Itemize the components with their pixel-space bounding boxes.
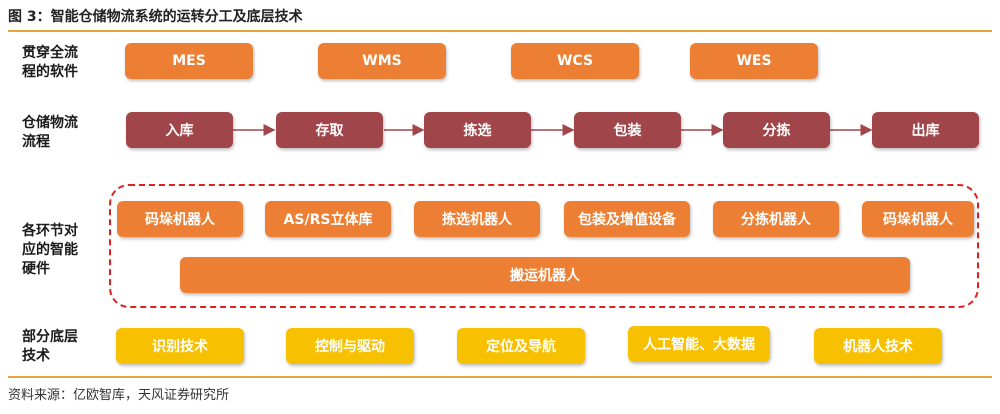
tech-item-3: 定位及导航 (457, 328, 585, 364)
process-step-3: 拣选 (424, 112, 531, 148)
software-wes-box: WES (690, 43, 818, 79)
tech-item-5: 机器人技术 (814, 328, 942, 364)
process-step-2: 存取 (276, 112, 383, 148)
software-wms-box: WMS (318, 43, 446, 79)
hardware-item-1: 码垛机器人 (117, 201, 243, 237)
tech-label-line1: 部分底层 (22, 329, 78, 345)
process-label-line2: 流程 (22, 134, 50, 150)
software-label-line1: 贯穿全流 (22, 45, 78, 61)
hardware-label-line1: 各环节对 (22, 223, 78, 239)
hardware-row-label: 各环节对 应的智能 硬件 (22, 222, 78, 279)
process-step-4: 包装 (574, 112, 681, 148)
process-step-6: 出库 (872, 112, 979, 148)
software-row-label: 贯穿全流 程的软件 (22, 44, 78, 82)
hardware-item-3: 拣选机器人 (414, 201, 540, 237)
software-label-line2: 程的软件 (22, 64, 78, 80)
process-row-label: 仓储物流 流程 (22, 114, 78, 152)
hardware-item-2: AS/RS立体库 (265, 201, 391, 237)
hardware-item-6: 码垛机器人 (862, 201, 974, 237)
top-rule (8, 30, 992, 32)
software-mes-box: MES (125, 43, 253, 79)
tech-row-label: 部分底层 技术 (22, 328, 78, 366)
process-step-1: 入库 (126, 112, 233, 148)
tech-item-2: 控制与驱动 (286, 328, 414, 364)
hardware-item-5: 分拣机器人 (713, 201, 839, 237)
tech-item-1: 识别技术 (116, 328, 244, 364)
bottom-rule (8, 376, 992, 378)
tech-item-4: 人工智能、大数据 (628, 326, 770, 362)
process-step-5: 分拣 (723, 112, 830, 148)
hardware-item-4: 包装及增值设备 (564, 201, 690, 237)
hardware-dashed-group (109, 184, 979, 308)
figure-title: 图 3：智能仓储物流系统的运转分工及底层技术 (8, 9, 303, 25)
tech-label-line2: 技术 (22, 348, 50, 364)
software-wcs-box: WCS (511, 43, 639, 79)
hardware-label-line2: 应的智能 (22, 242, 78, 258)
source-note: 资料来源：亿欧智库，天风证券研究所 (8, 388, 230, 403)
hardware-wide-item: 搬运机器人 (180, 257, 910, 293)
hardware-label-line3: 硬件 (22, 261, 50, 277)
process-label-line1: 仓储物流 (22, 115, 78, 131)
